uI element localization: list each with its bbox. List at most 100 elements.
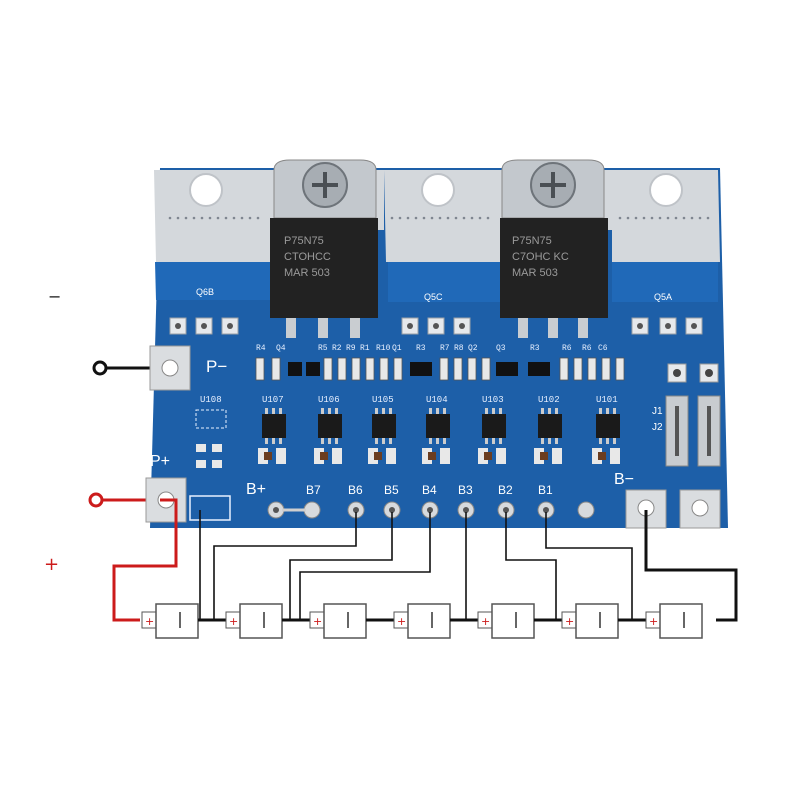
resistor-label: R7 xyxy=(440,344,450,353)
ic-chip xyxy=(482,414,506,438)
ic-chip xyxy=(538,414,562,438)
resistor-label: R6 xyxy=(582,344,592,353)
mosfet-left: P75N75 CTOHCC MAR 503 xyxy=(270,159,378,338)
balance-pad-label: B6 xyxy=(348,483,363,497)
copper-pad-left xyxy=(154,170,272,262)
smd-cap xyxy=(422,448,432,464)
resistor-label: R1 xyxy=(360,344,370,353)
label-q6b: Q6B xyxy=(196,287,214,297)
smd-cap xyxy=(534,448,544,464)
battery-cell xyxy=(491,603,535,639)
balance-pad-label: B1 xyxy=(538,483,553,497)
label-b-minus: B− xyxy=(614,471,634,488)
battery-plus: + xyxy=(229,615,238,628)
ic-chip xyxy=(372,414,396,438)
mosfet-right-marking-3: MAR 503 xyxy=(512,267,558,279)
ic-label: U102 xyxy=(538,395,560,405)
mosfet-left-marking-2: CTOHCC xyxy=(284,251,331,263)
battery-cell xyxy=(239,603,283,639)
battery-cell xyxy=(155,603,199,639)
smd-cap xyxy=(314,448,324,464)
protection-ic-row: U108 U107 U106 U105 U104 U103 U102 U101 xyxy=(200,395,620,464)
b-minus-wire xyxy=(644,510,738,622)
label-p-plus: P+ xyxy=(150,453,170,470)
mosfet-right: P75N75 C7OHC KC MAR 503 xyxy=(500,159,608,338)
label-b-plus: B+ xyxy=(246,481,266,498)
battery-cell xyxy=(323,603,367,639)
smd-res xyxy=(276,448,286,464)
battery-cell xyxy=(575,603,619,639)
resistor-label: Q2 xyxy=(468,344,478,353)
resistor-label: Q3 xyxy=(496,344,506,353)
ic-label: U108 xyxy=(200,395,222,405)
ic-chip xyxy=(426,414,450,438)
copper-pad-center xyxy=(384,170,500,262)
ic-label: U104 xyxy=(426,395,448,405)
smd-res xyxy=(552,448,562,464)
balance-wires xyxy=(199,510,633,620)
b-plus-wire xyxy=(112,498,178,622)
resistor-label: R5 xyxy=(318,344,328,353)
battery-string: + + + + + + + xyxy=(141,603,703,639)
mosfet-right-marking-1: P75N75 xyxy=(512,235,552,247)
smd-cap xyxy=(368,448,378,464)
smd-cap xyxy=(478,448,488,464)
mosfet-left-marking-1: P75N75 xyxy=(284,235,324,247)
smd-res xyxy=(332,448,342,464)
ic-chip xyxy=(596,414,620,438)
balance-pad xyxy=(577,501,595,519)
battery-plus: + xyxy=(565,615,574,628)
resistor-label: R2 xyxy=(332,344,342,353)
pcb-board: Q6B Q5C Q5A P75N75 CTOHCC MAR 503 P75N75… xyxy=(145,159,728,529)
ic-label: U106 xyxy=(318,395,340,405)
balance-pad-label: B7 xyxy=(306,483,321,497)
ic-label: U107 xyxy=(262,395,284,405)
mosfet-left-marking-3: MAR 503 xyxy=(284,267,330,279)
resistor-label: R10 xyxy=(376,344,391,353)
plus-marker: + xyxy=(44,554,59,575)
resistor-label: C6 xyxy=(598,344,608,353)
battery-plus: + xyxy=(481,615,490,628)
balance-pad xyxy=(303,501,321,519)
smd-res xyxy=(386,448,396,464)
label-p-minus: P− xyxy=(206,357,227,376)
resistor-label: R8 xyxy=(454,344,464,353)
balance-pad-label: B4 xyxy=(422,483,437,497)
resistor-label: Q4 xyxy=(276,344,286,353)
copper-pad-right xyxy=(612,170,720,262)
resistor-label: R3 xyxy=(416,344,426,353)
resistor-label: R3 xyxy=(530,344,540,353)
resistor-label: R4 xyxy=(256,344,266,353)
smd-res xyxy=(440,448,450,464)
label-q5c: Q5C xyxy=(424,292,443,302)
label-j2: J2 xyxy=(652,422,663,433)
ic-label: U105 xyxy=(372,395,394,405)
mounting-hole-left xyxy=(189,173,223,207)
battery-cell xyxy=(407,603,451,639)
ic-label: U103 xyxy=(482,395,504,405)
label-q5a: Q5A xyxy=(654,292,672,302)
battery-plus: + xyxy=(145,615,154,628)
ic-chip xyxy=(318,414,342,438)
smd-cap xyxy=(592,448,602,464)
resistor-label: R9 xyxy=(346,344,356,353)
label-j1: J1 xyxy=(652,406,663,417)
mounting-hole-right xyxy=(649,173,683,207)
smd-res xyxy=(496,448,506,464)
battery-cell xyxy=(659,603,703,639)
minus-marker: − xyxy=(48,287,61,306)
balance-pad-label: B2 xyxy=(498,483,513,497)
battery-plus: + xyxy=(397,615,406,628)
resistor-label: Q1 xyxy=(392,344,402,353)
ic-chip xyxy=(262,414,286,438)
ic-label: U101 xyxy=(596,395,618,405)
mosfet-right-marking-2: C7OHC KC xyxy=(512,251,569,263)
battery-plus: + xyxy=(649,615,658,628)
balance-pad-label: B3 xyxy=(458,483,473,497)
smd-cap xyxy=(258,448,268,464)
battery-plus: + xyxy=(313,615,322,628)
